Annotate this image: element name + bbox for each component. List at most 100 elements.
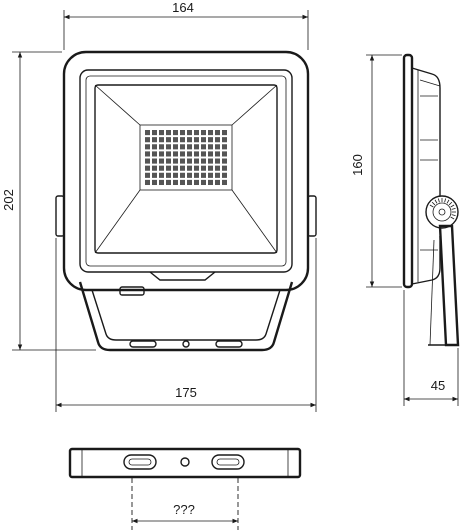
led-chip [222,137,227,143]
led-chip [173,179,178,186]
side-knuckle-left [55,195,65,237]
led-chip [208,130,213,136]
angle-tick [444,198,447,203]
led-chip [194,172,199,178]
led-chip [187,172,192,178]
led-chip [145,158,150,164]
led-chip [173,144,178,150]
side-cooling-fins [420,95,438,251]
led-chip [180,151,185,157]
bottom-hole-center [180,457,190,467]
angle-tick [434,199,438,204]
angle-tick [437,198,440,203]
led-chip [194,144,199,150]
bottom-slot-left [123,454,157,470]
pivot-knob-inner [432,202,452,222]
led-chip [208,172,213,178]
led-chip [145,172,150,178]
bracket-slot-right [215,340,243,348]
led-chip [201,165,206,171]
side-view [402,53,460,347]
angle-tick [448,201,453,206]
led-chip [194,151,199,157]
led-chip [222,158,227,164]
angle-tick [450,204,455,208]
dimension-side-height: 160 [350,54,402,288]
pivot-angle-scale [429,198,456,220]
led-chip [180,172,185,178]
led-chip [222,130,227,136]
led-chip [187,137,192,143]
angle-tick [451,207,456,210]
led-chip [152,179,157,186]
led-chip [166,179,171,186]
led-chip [152,137,157,143]
front-view [55,50,317,352]
housing-outer [62,50,310,292]
side-knuckle-right [307,195,317,237]
led-chip [208,137,213,143]
dim-label-hole-spacing: ??? [173,502,195,517]
led-chip [159,172,164,178]
led-chip [145,144,150,150]
led-chip [208,158,213,164]
angle-tick [451,214,456,217]
dim-label-side-height: 160 [350,154,365,176]
led-chip [187,130,192,136]
cable-gland [119,286,145,296]
led-chip [145,151,150,157]
led-chip [152,130,157,136]
led-chip [222,151,227,157]
led-chip [166,130,171,136]
led-chip [194,137,199,143]
led-chip [180,158,185,164]
led-chip [194,179,199,186]
led-chip [215,144,220,150]
led-array [145,130,227,186]
led-chip [215,165,220,171]
bracket-hole-center [182,340,190,348]
led-chip [152,165,157,171]
led-chip [208,165,213,171]
led-chip [222,144,227,150]
led-panel [139,124,233,191]
led-chip [215,130,220,136]
frame-notch [149,271,216,281]
led-chip [208,179,213,186]
led-chip [145,137,150,143]
led-chip [187,165,192,171]
led-chip [180,144,185,150]
led-chip [180,137,185,143]
led-chip [173,130,178,136]
led-chip [215,151,220,157]
led-chip [201,144,206,150]
led-chip [215,137,220,143]
led-chip [173,137,178,143]
led-chip [201,130,206,136]
dimension-bracket-width: 175 [55,238,317,412]
dim-label-bracket-width: 175 [175,385,197,400]
led-chip [145,179,150,186]
bottom-slot-right [211,454,245,470]
mounting-bracket-outer [78,281,294,352]
led-chip [166,151,171,157]
bracket-bottom-plate [68,447,302,479]
led-chip [194,165,199,171]
pivot-knob-center [438,208,446,216]
led-chip [166,137,171,143]
housing-frame-inner [85,75,287,267]
led-chip [145,165,150,171]
mounting-bracket-inner [91,289,281,341]
led-chip [152,144,157,150]
led-chip [166,158,171,164]
led-chip [159,137,164,143]
led-chip [187,158,192,164]
led-chip [159,158,164,164]
dim-label-side-depth: 45 [431,378,445,393]
led-chip [215,179,220,186]
led-chip [201,137,206,143]
bottom-slot-left-inner [128,458,152,466]
dimension-hole-spacing: ??? [132,502,238,524]
led-chip [159,179,164,186]
